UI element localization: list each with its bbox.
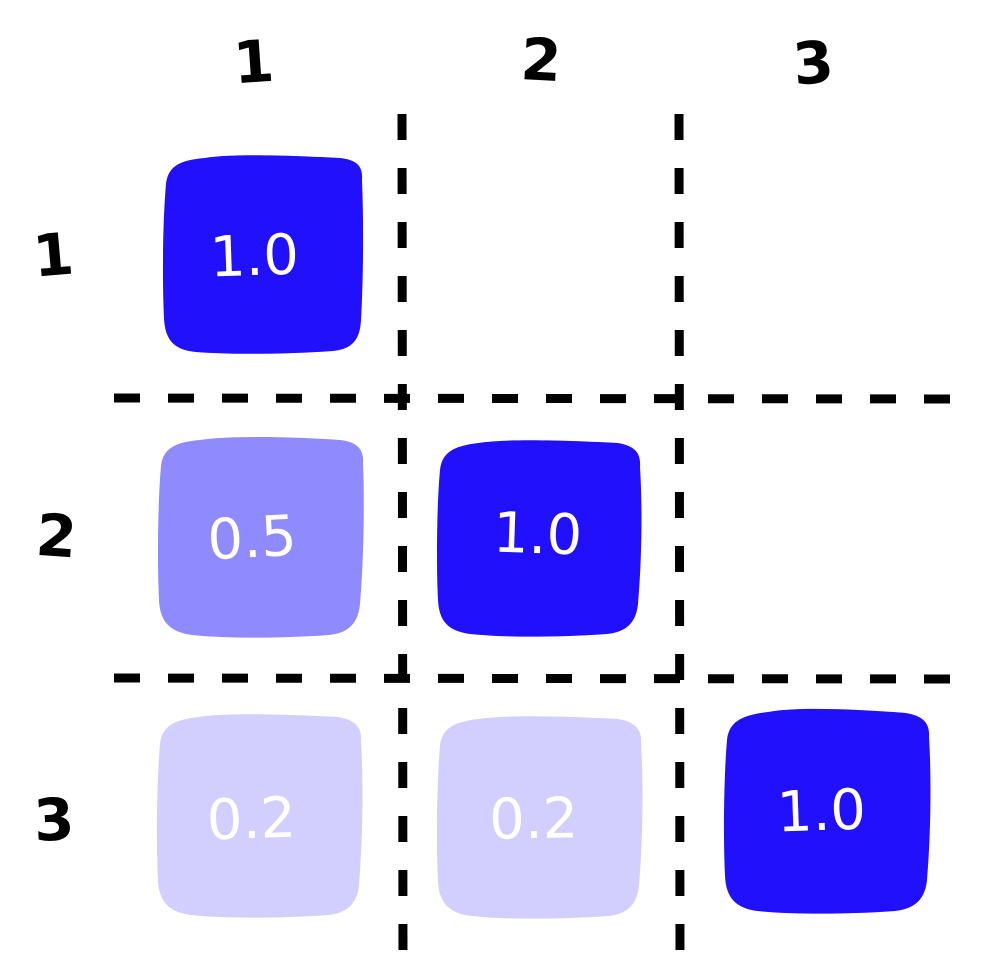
heatmap-cell-r1c1-patch [162, 155, 364, 354]
heatmap-cell-r3c1-label: 0.2 [206, 785, 297, 853]
heatmap-cell-r3c3-label: 1.0 [776, 777, 867, 845]
heatmap-cell-r3c1[interactable]: 0.2 [156, 714, 363, 918]
heatmap-cell-r2c2-patch [436, 440, 642, 637]
grid-line-horizontal-1 [113, 393, 967, 404]
heatmap-cell-r1c1[interactable]: 1.0 [162, 155, 364, 354]
heatmap-cell-r2c1-label: 0.5 [206, 504, 298, 574]
grid-lines [113, 113, 967, 976]
heatmap-cell-r2c1-patch [157, 436, 364, 638]
column-header-group: 1 2 3 [231, 25, 836, 99]
grid-line-horizontal-2 [113, 673, 967, 684]
heatmap-cells: 1.0 0.5 1.0 0.2 0.2 [156, 155, 931, 919]
heatmap-cell-r3c2-patch [436, 716, 643, 919]
grid-line-vertical-1 [397, 113, 408, 976]
heatmap-cell-r3c2[interactable]: 0.2 [436, 716, 643, 919]
column-header-1: 1 [231, 27, 276, 98]
grid-line-vertical-2 [674, 113, 685, 976]
heatmap-cell-r3c3-patch [723, 708, 931, 914]
row-header-2: 2 [34, 501, 79, 572]
row-header-1: 1 [30, 219, 76, 290]
heatmap-cell-r3c1-patch [156, 714, 363, 918]
heatmap-cell-r2c2-label: 1.0 [492, 500, 583, 568]
heatmap-cell-r3c2-label: 0.2 [489, 786, 579, 853]
row-header-3: 3 [32, 785, 76, 855]
heatmap-cell-r2c2[interactable]: 1.0 [436, 440, 642, 637]
column-header-3: 3 [790, 27, 836, 98]
heatmap-cell-r3c3[interactable]: 1.0 [723, 708, 931, 914]
heatmap-cell-r2c1[interactable]: 0.5 [157, 436, 364, 638]
column-header-2: 2 [519, 25, 563, 95]
heatmap-cell-r1c1-label: 1.0 [209, 222, 300, 290]
row-header-group: 1 2 3 [30, 219, 79, 855]
